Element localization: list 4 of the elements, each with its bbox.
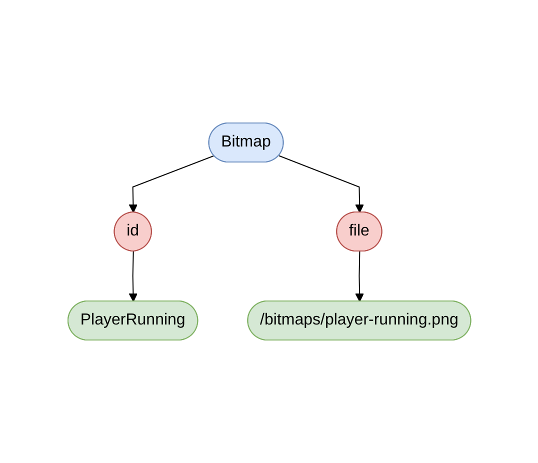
arrow	[354, 251, 364, 302]
arrow	[128, 155, 214, 213]
arrow	[278, 155, 364, 213]
arrow	[128, 251, 138, 302]
